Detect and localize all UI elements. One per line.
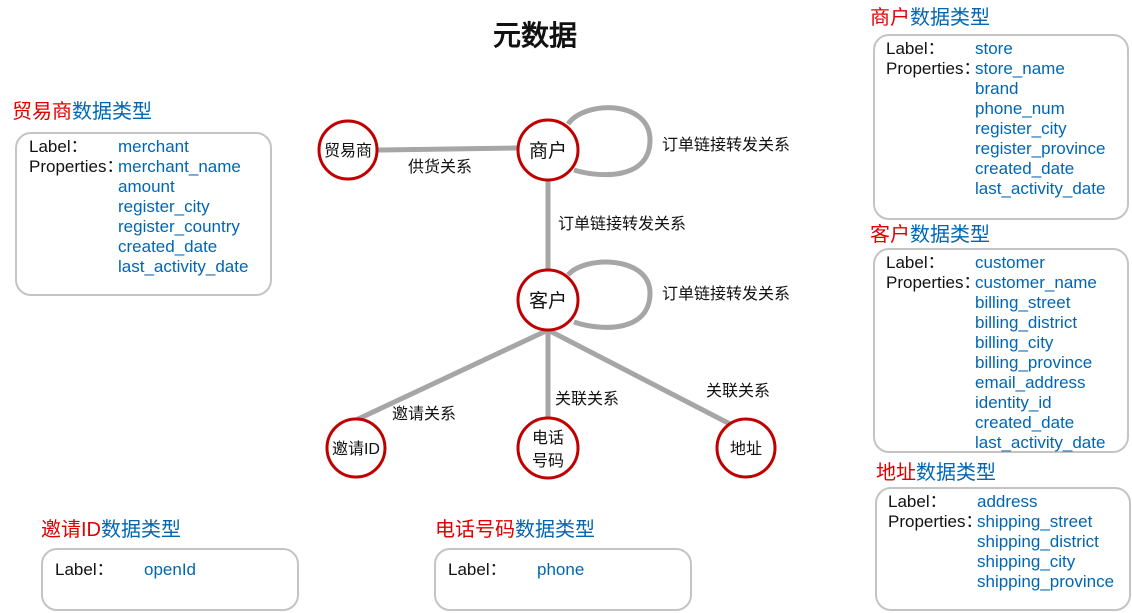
address-type-title-red: 地址 (876, 462, 916, 484)
property-item: amount (118, 177, 175, 196)
trader-type-title: 贸易商数据类型 (12, 100, 152, 124)
node-merchant-label: 商户 (529, 140, 567, 162)
properties-key: Properties： (886, 59, 981, 78)
property-item: shipping_city (977, 552, 1076, 571)
property-item: created_date (118, 237, 218, 256)
label-key: Label： (886, 253, 945, 272)
trader-type-title-red: 贸易商 (12, 101, 72, 123)
property-item: phone_num (975, 99, 1065, 118)
edge-customer-invite (354, 327, 550, 423)
property-item: store_name (975, 59, 1065, 78)
label-value: phone (537, 560, 585, 579)
customer-type-panel: Label： customer Properties： customer_nam… (873, 248, 1129, 453)
property-item: last_activity_date (975, 179, 1106, 198)
property-item: register_city (118, 197, 210, 216)
properties-key: Properties： (888, 512, 983, 531)
label-key: Label： (448, 560, 507, 579)
node-phone-label-line2: 号码 (532, 452, 564, 470)
trader-type-panel: Label： merchant Properties： merchant_nam… (15, 132, 272, 296)
edge-label-trader-merchant: 供货关系 (408, 158, 472, 176)
property-item: brand (975, 79, 1019, 98)
node-customer (516, 268, 580, 332)
phone-type-title: 电话号码数据类型 (435, 518, 595, 542)
merchant-type-title-red: 商户 (870, 7, 910, 29)
property-item: customer_name (975, 273, 1097, 292)
property-item: merchant_name (118, 157, 241, 176)
property-item: shipping_street (977, 512, 1093, 531)
node-merchant (516, 118, 580, 182)
invite-type-title-red: 邀请ID (41, 519, 101, 541)
edge-trader-merchant (377, 145, 518, 153)
edge-label-customer-invite: 邀请关系 (392, 405, 456, 423)
label-value: customer (975, 253, 1045, 272)
label-key: Label： (886, 39, 945, 58)
edge-label-merchant-customer: 订单链接转发关系 (558, 215, 686, 233)
label-key: Label： (888, 492, 947, 511)
property-item: shipping_district (977, 532, 1099, 551)
node-invite (325, 417, 387, 479)
node-phone-label-line1: 电话 (532, 429, 564, 447)
label-value: address (977, 492, 1038, 511)
phone-type-title-blue: 数据类型 (515, 519, 595, 541)
property-item: identity_id (975, 393, 1052, 412)
node-phone (516, 416, 580, 480)
property-item: register_city (975, 119, 1067, 138)
label-value: merchant (118, 137, 189, 156)
invite-type-panel: Label： openId (41, 548, 299, 611)
invite-type-title: 邀请ID数据类型 (41, 518, 181, 542)
invite-type-title-blue: 数据类型 (101, 519, 181, 541)
node-trader-label: 贸易商 (324, 142, 372, 160)
phone-type-title-red: 电话号码 (435, 519, 515, 541)
phone-type-panel: Label： phone (434, 548, 692, 611)
property-item: register_country (118, 217, 240, 236)
property-item: billing_district (975, 313, 1078, 332)
property-item: shipping_province (977, 572, 1115, 591)
edge-customer-address (546, 327, 732, 427)
customer-type-title-red: 客户 (870, 224, 910, 246)
node-address (715, 417, 777, 479)
label-value: store (975, 39, 1013, 58)
trader-type-title-blue: 数据类型 (72, 101, 152, 123)
edge-customer-self-loop (566, 259, 653, 330)
customer-type-title: 客户数据类型 (870, 223, 990, 247)
property-item: billing_city (975, 333, 1054, 352)
page-title: 元数据 (492, 20, 577, 51)
customer-type-title-blue: 数据类型 (910, 224, 990, 246)
property-item: billing_province (975, 353, 1093, 372)
merchant-type-title: 商户数据类型 (870, 6, 990, 30)
label-key: Label： (29, 137, 88, 156)
address-type-title: 地址数据类型 (876, 461, 996, 485)
property-item: last_activity_date (975, 433, 1106, 452)
property-item: last_activity_date (118, 257, 249, 276)
properties-key: Properties： (29, 157, 124, 176)
node-address-label: 地址 (730, 440, 762, 458)
property-item: created_date (975, 413, 1075, 432)
label-value: openId (144, 560, 196, 579)
edge-label-merchant-self: 订单链接转发关系 (662, 136, 790, 154)
label-key: Label： (55, 560, 114, 579)
merchant-type-title-blue: 数据类型 (910, 7, 990, 29)
node-trader (317, 119, 379, 181)
properties-key: Properties： (886, 273, 981, 292)
property-item: created_date (975, 159, 1075, 178)
node-invite-label: 邀请ID (332, 440, 380, 458)
property-item: email_address (975, 373, 1086, 392)
node-customer-label: 客户 (529, 290, 567, 312)
edge-label-customer-phone: 关联关系 (555, 390, 619, 408)
property-item: billing_street (975, 293, 1071, 312)
edge-label-customer-address: 关联关系 (706, 382, 770, 400)
address-type-panel: Label： address Properties： shipping_stre… (875, 487, 1131, 611)
address-type-title-blue: 数据类型 (916, 462, 996, 484)
edge-label-customer-self: 订单链接转发关系 (662, 285, 790, 303)
edge-merchant-self-loop (565, 105, 653, 178)
property-item: register_province (975, 139, 1106, 158)
